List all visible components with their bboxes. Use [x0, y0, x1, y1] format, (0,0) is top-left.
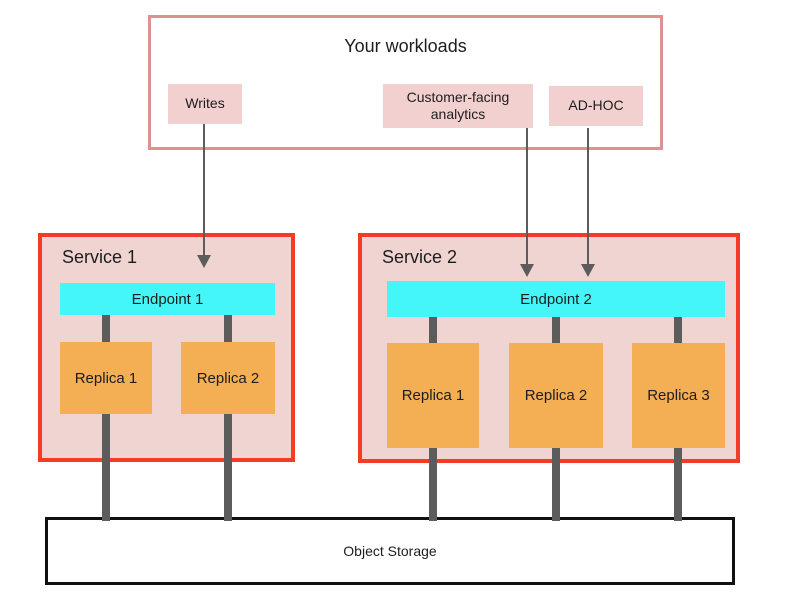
service-1-endpoint-label: Endpoint 1 — [131, 290, 204, 308]
arrow-line — [587, 128, 589, 264]
arrow-analytics-to-endpoint-2 — [520, 128, 534, 277]
service-1-replica-2-label: Replica 2 — [196, 369, 260, 387]
workload-ad-hoc: AD-HOC — [549, 86, 643, 126]
workload-writes-label: Writes — [185, 95, 225, 112]
workload-ad-hoc-label: AD-HOC — [568, 97, 624, 114]
arrow-adhoc-to-endpoint-2 — [581, 128, 595, 277]
workload-writes: Writes — [168, 84, 242, 124]
connector-endpoint2-replica1 — [429, 317, 437, 343]
connector-endpoint1-replica1 — [102, 315, 110, 342]
workloads-box: Your workloads Writes Customer-facing an… — [148, 15, 663, 150]
connector-s1-replica1-storage — [102, 414, 110, 521]
connector-s1-replica2-storage — [224, 414, 232, 521]
arrow-head-icon — [520, 264, 534, 277]
connector-s2-replica2-storage — [552, 448, 560, 521]
service-2-replica-3-label: Replica 3 — [647, 387, 710, 404]
object-storage-box: Object Storage — [45, 517, 735, 585]
service-1-replica-1-label: Replica 1 — [74, 369, 138, 387]
service-2-replica-1-label: Replica 1 — [401, 387, 465, 404]
arrow-writes-to-endpoint-1 — [197, 124, 211, 268]
service-2-replica-2: Replica 2 — [509, 343, 603, 448]
service-2-endpoint-label: Endpoint 2 — [520, 290, 592, 308]
service-1-replica-1: Replica 1 — [60, 342, 152, 414]
service-1-replica-2: Replica 2 — [181, 342, 275, 414]
workload-customer-facing-analytics-label: Customer-facing analytics — [406, 88, 510, 123]
service-1-title: Service 1 — [62, 247, 138, 267]
service-2-box: Service 2 Endpoint 2 Replica 1 Replica 2… — [358, 233, 740, 463]
arrow-line — [526, 128, 528, 264]
service-2-replica-1: Replica 1 — [387, 343, 479, 448]
object-storage-label: Object Storage — [343, 543, 437, 559]
connector-s2-replica3-storage — [674, 448, 682, 521]
service-2-endpoint: Endpoint 2 — [387, 281, 725, 317]
service-1-box: Service 1 Endpoint 1 Replica 1 Replica 2 — [38, 233, 295, 462]
workloads-title: Your workloads — [344, 36, 467, 56]
arrow-head-icon — [197, 255, 211, 268]
arrow-line — [203, 124, 205, 255]
service-2-title: Service 2 — [382, 247, 458, 267]
connector-endpoint2-replica3 — [674, 317, 682, 343]
connector-s2-replica1-storage — [429, 448, 437, 521]
connector-endpoint1-replica2 — [224, 315, 232, 342]
service-2-replica-3: Replica 3 — [632, 343, 725, 448]
connector-endpoint2-replica2 — [552, 317, 560, 343]
workload-customer-facing-analytics: Customer-facing analytics — [383, 84, 533, 128]
service-1-endpoint: Endpoint 1 — [60, 283, 275, 315]
arrow-head-icon — [581, 264, 595, 277]
service-2-replica-2-label: Replica 2 — [524, 387, 588, 404]
